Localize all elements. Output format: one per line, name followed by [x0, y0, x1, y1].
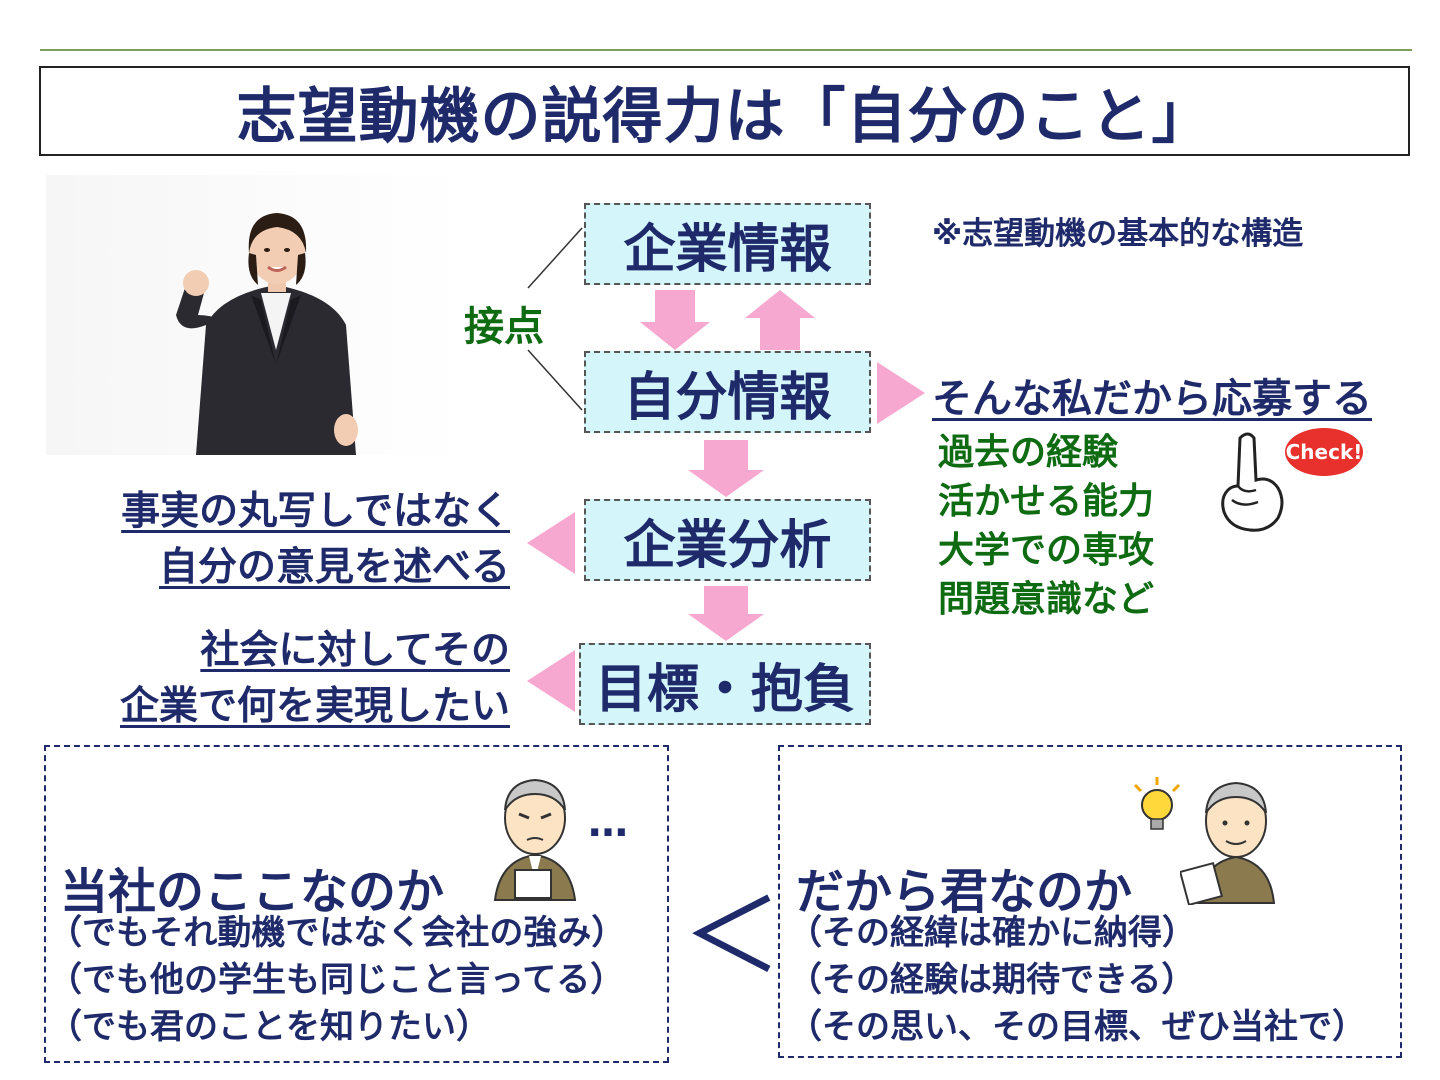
goal-box: 目標・抱負 [579, 643, 871, 725]
panel-line: （その思い、その目標、ぜひ当社で） [788, 1007, 1366, 1047]
application-reason: そんな私だから応募する [932, 376, 1372, 422]
company-focus-panel [44, 745, 669, 1063]
statement-line: 事実の丸写しではなく [121, 489, 510, 534]
left-arrow-2 [527, 650, 575, 712]
title-box: 志望動機の説得力は「自分のこと」 [39, 66, 1410, 156]
contact-label: 接点 [464, 304, 544, 350]
list-item: 大学での専攻 [938, 530, 1155, 571]
self-info-box: 自分情報 [584, 351, 871, 433]
company-analysis-label: 企業分析 [623, 515, 832, 576]
structure-note: ※志望動機の基本的な構造 [932, 216, 1304, 252]
statement-line: 社会に対してその [200, 628, 510, 673]
goal-statement: 社会に対してその 企業で何を実現したい [120, 623, 510, 735]
skeptical-interviewer-icon [493, 778, 577, 901]
check-badge-label: Check! [1285, 440, 1363, 464]
lightbulb-icon [1133, 777, 1181, 830]
statement-line: 企業で何を実現したい [119, 684, 510, 729]
panel-line: （その経験は期待できる） [788, 960, 1196, 1000]
candidate-focus-panel [778, 745, 1402, 1058]
panel-line: （でもそれ動機ではなく会社の強み） [48, 913, 626, 953]
left-arrow-1 [527, 512, 575, 574]
check-list: 過去の経験 活かせる能力 大学での専攻 問題意識など [938, 428, 1154, 624]
top-divider [40, 49, 1412, 51]
contact-connector [527, 227, 583, 411]
panel-line: （その経緯は確かに納得） [788, 913, 1196, 953]
comparison-symbol: ＜ [682, 878, 782, 995]
panel-line: （でも君のことを知りたい） [48, 1007, 490, 1047]
company-info-label: 企業情報 [623, 219, 832, 280]
list-item: 過去の経験 [938, 432, 1119, 473]
self-info-label: 自分情報 [623, 367, 832, 428]
down-arrow-2 [688, 586, 764, 641]
down-arrow-1 [688, 440, 764, 497]
list-item: 活かせる能力 [938, 481, 1155, 522]
exchange-arrows [640, 290, 815, 350]
list-item: 問題意識など [938, 579, 1155, 620]
convinced-interviewer-icon [1180, 781, 1276, 905]
goal-label: 目標・抱負 [594, 659, 855, 720]
company-info-box: 企業情報 [584, 203, 871, 285]
businesswoman-photo [46, 175, 466, 455]
statement-line: 自分の意見を述べる [158, 545, 510, 590]
company-focus-heading: 当社のここなのか [60, 864, 445, 920]
candidate-focus-lines: （その経緯は確かに納得） （その経験は期待できる） （その思い、その目標、ぜひ当… [788, 910, 1366, 1051]
candidate-focus-heading: だから君なのか [796, 864, 1133, 920]
company-analysis-box: 企業分析 [584, 499, 871, 581]
company-focus-lines: （でもそれ動機ではなく会社の強み） （でも他の学生も同じこと言ってる） （でも君… [48, 910, 625, 1051]
right-arrow [877, 362, 925, 424]
panel-line: （でも他の学生も同じこと言ってる） [48, 960, 625, 1000]
pointing-hand-icon [1221, 432, 1284, 532]
ellipsis-text: … [588, 800, 628, 846]
page-title: 志望動機の説得力は「自分のこと」 [236, 81, 1213, 152]
check-badge: Check! [1285, 428, 1363, 476]
analysis-statement: 事実の丸写しではなく 自分の意見を述べる [121, 484, 510, 596]
